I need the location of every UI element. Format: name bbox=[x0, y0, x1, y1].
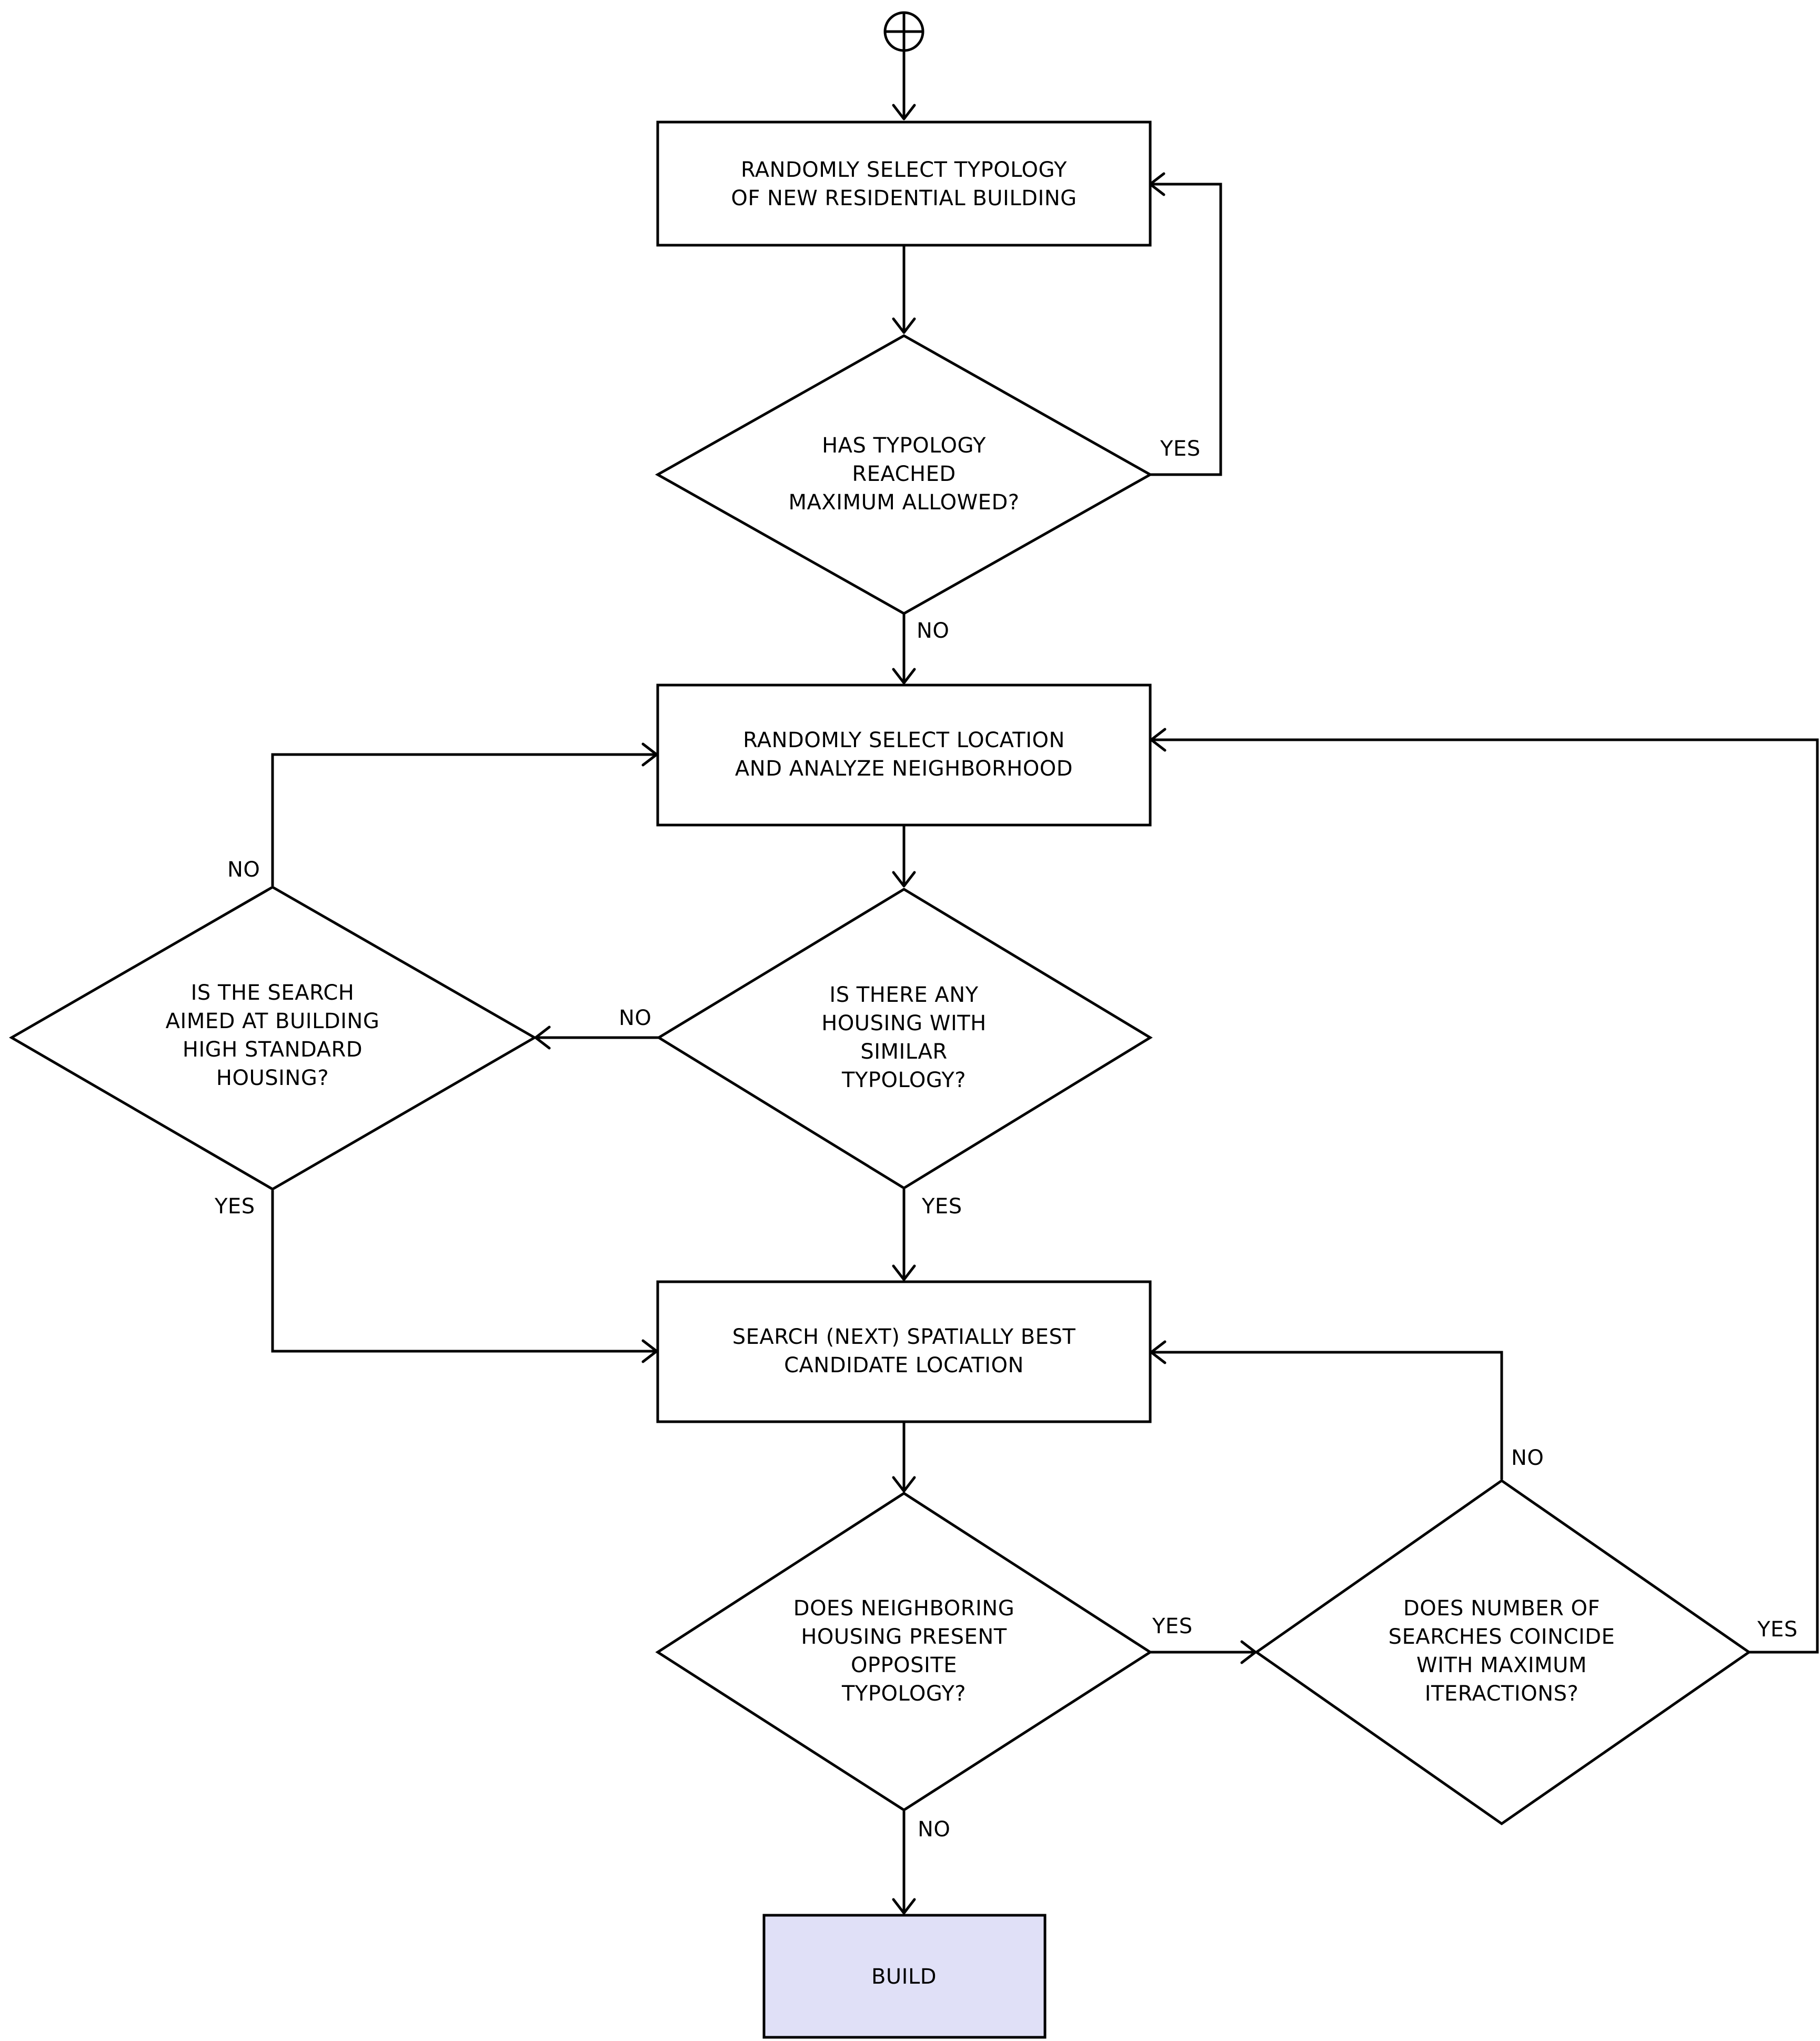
edge-opposite-yes: YES bbox=[1150, 1614, 1257, 1664]
edge-max-iterations-no: NO bbox=[1150, 1340, 1544, 1480]
edge-similar-yes: YES bbox=[892, 1189, 962, 1281]
node-similar-typology: IS THERE ANY HOUSING WITH SIMILAR TYPOLO… bbox=[656, 888, 1153, 1190]
edge-label-typology-max-yes: YES bbox=[1160, 437, 1201, 461]
node-search-candidate: SEARCH (NEXT) SPATIALLY BEST CANDIDATE L… bbox=[656, 1280, 1152, 1423]
edge-select-typology-to-typology-max bbox=[892, 246, 916, 334]
node-max-iterations-line-2: SEARCHES COINCIDE bbox=[1389, 1625, 1615, 1649]
node-select-location-line-2: AND ANALYZE NEIGHBORHOOD bbox=[735, 757, 1073, 781]
node-opposite-typology-line-1: DOES NEIGHBORING bbox=[793, 1596, 1014, 1621]
edge-search-to-opposite bbox=[892, 1422, 916, 1493]
node-select-typology: RANDOMLY SELECT TYPOLOGY OF NEW RESIDENT… bbox=[656, 120, 1152, 247]
node-select-typology-line-1: RANDOMLY SELECT TYPOLOGY bbox=[741, 158, 1067, 182]
node-typology-max-line-1: HAS TYPOLOGY bbox=[822, 434, 986, 458]
node-max-iterations-line-3: WITH MAXIMUM bbox=[1416, 1653, 1587, 1677]
edge-label-max-iterations-yes: YES bbox=[1757, 1617, 1798, 1642]
node-build: BUILD bbox=[762, 1914, 1047, 2039]
node-high-standard-line-1: IS THE SEARCH bbox=[191, 981, 355, 1005]
node-opposite-typology: DOES NEIGHBORING HOUSING PRESENT OPPOSIT… bbox=[655, 1492, 1153, 1812]
edge-label-similar-yes: YES bbox=[921, 1194, 962, 1219]
node-opposite-typology-line-4: TYPOLOGY? bbox=[841, 1682, 966, 1706]
start-node bbox=[883, 11, 924, 52]
node-similar-typology-line-4: TYPOLOGY? bbox=[841, 1068, 966, 1092]
nodes: RANDOMLY SELECT TYPOLOGY OF NEW RESIDENT… bbox=[9, 120, 1752, 2039]
edge-typology-max-no: NO bbox=[892, 614, 949, 685]
edge-typology-max-yes: YES bbox=[1149, 172, 1222, 476]
node-high-standard: IS THE SEARCH AIMED AT BUILDING HIGH STA… bbox=[9, 886, 538, 1191]
node-select-typology-line-2: OF NEW RESIDENTIAL BUILDING bbox=[731, 186, 1077, 210]
node-high-standard-line-3: HIGH STANDARD bbox=[183, 1038, 363, 1062]
edge-label-opposite-yes: YES bbox=[1152, 1614, 1193, 1638]
edge-select-location-to-similar bbox=[892, 825, 916, 888]
edge-label-max-iterations-no: NO bbox=[1511, 1446, 1544, 1470]
edges: YES NO NO YES NO YES bbox=[214, 51, 1819, 1915]
edge-similar-no: NO bbox=[534, 1006, 659, 1050]
node-select-location: RANDOMLY SELECT LOCATION AND ANALYZE NEI… bbox=[656, 683, 1152, 827]
node-typology-max-line-2: REACHED bbox=[852, 462, 956, 486]
edge-opposite-no: NO bbox=[892, 1811, 950, 1915]
node-opposite-typology-line-2: HOUSING PRESENT bbox=[801, 1625, 1007, 1649]
edge-label-typology-max-no: NO bbox=[917, 619, 949, 643]
edge-label-opposite-no: NO bbox=[918, 1817, 950, 1842]
node-select-location-line-1: RANDOMLY SELECT LOCATION bbox=[743, 728, 1065, 752]
edge-label-similar-no: NO bbox=[619, 1006, 651, 1030]
node-max-iterations-line-1: DOES NUMBER OF bbox=[1403, 1596, 1600, 1621]
edge-high-standard-yes: YES bbox=[214, 1190, 658, 1363]
node-typology-max: HAS TYPOLOGY REACHED MAXIMUM ALLOWED? bbox=[655, 334, 1153, 615]
node-search-candidate-line-1: SEARCH (NEXT) SPATIALLY BEST bbox=[732, 1325, 1076, 1349]
edge-high-standard-no: NO bbox=[227, 742, 658, 886]
node-max-iterations-line-4: ITERACTIONS? bbox=[1425, 1682, 1579, 1706]
node-build-label: BUILD bbox=[871, 1965, 937, 1989]
node-search-candidate-line-2: CANDIDATE LOCATION bbox=[784, 1353, 1024, 1378]
node-high-standard-line-4: HOUSING? bbox=[216, 1066, 329, 1090]
node-opposite-typology-line-3: OPPOSITE bbox=[851, 1653, 957, 1677]
edge-label-high-standard-yes: YES bbox=[214, 1194, 255, 1219]
node-similar-typology-line-2: HOUSING WITH bbox=[821, 1011, 987, 1035]
node-max-iterations: DOES NUMBER OF SEARCHES COINCIDE WITH MA… bbox=[1254, 1479, 1752, 1826]
node-high-standard-line-2: AIMED AT BUILDING bbox=[166, 1009, 380, 1033]
node-typology-max-line-3: MAXIMUM ALLOWED? bbox=[789, 490, 1020, 515]
node-similar-typology-line-3: SIMILAR bbox=[860, 1040, 947, 1064]
edge-label-high-standard-no: NO bbox=[227, 858, 260, 882]
node-similar-typology-line-1: IS THERE ANY bbox=[829, 983, 978, 1007]
edge-start-to-select-typology bbox=[892, 51, 916, 120]
